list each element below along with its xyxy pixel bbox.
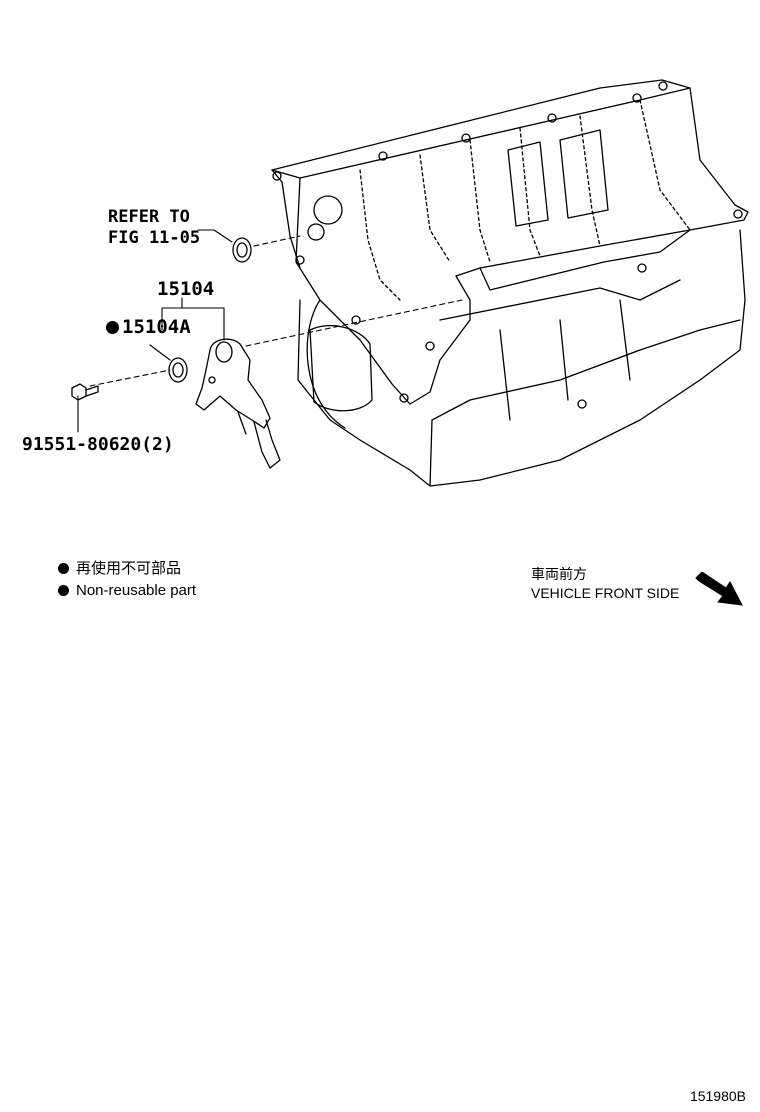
figure-number: 151980B bbox=[689, 1088, 746, 1104]
leader-lines bbox=[77, 229, 463, 433]
legend-row-en: Non-reusable part bbox=[58, 580, 196, 602]
vehicle-front-arrow-icon bbox=[695, 572, 743, 606]
refer-line-2: FIG 11-05 bbox=[108, 228, 201, 248]
non-reusable-dot-icon bbox=[58, 562, 69, 574]
bolt-part-number: 91551-80620(2) bbox=[22, 434, 174, 455]
gasket-part-callout: 15104A bbox=[106, 316, 191, 338]
oil-level-sensor bbox=[195, 338, 281, 469]
sensor-gasket bbox=[168, 357, 188, 383]
legend: 再使用不可部品 Non-reusable part bbox=[58, 558, 196, 602]
vehicle-front-label: 車両前方 VEHICLE FRONT SIDE bbox=[531, 565, 679, 603]
drain-plug-gasket bbox=[232, 237, 252, 263]
refer-to-fig-callout: REFER TO FIG 11-05 bbox=[108, 207, 200, 249]
vehicle-front-jp: 車両前方 bbox=[531, 566, 587, 582]
non-reusable-dot-icon bbox=[106, 321, 119, 334]
gasket-part-number: 15104A bbox=[122, 316, 191, 338]
legend-text-jp: 再使用不可部品 bbox=[76, 560, 182, 577]
legend-row-jp: 再使用不可部品 bbox=[58, 558, 196, 580]
refer-line-1: REFER TO bbox=[108, 207, 190, 227]
sensor-part-number: 15104 bbox=[157, 278, 215, 300]
oil-pan-exploded-drawing bbox=[71, 79, 749, 487]
oil-pan-body bbox=[271, 79, 749, 487]
mounting-bolt bbox=[71, 383, 99, 401]
non-reusable-dot-icon bbox=[58, 584, 69, 596]
legend-text-en: Non-reusable part bbox=[76, 582, 197, 599]
vehicle-front-en: VEHICLE FRONT SIDE bbox=[531, 585, 680, 601]
